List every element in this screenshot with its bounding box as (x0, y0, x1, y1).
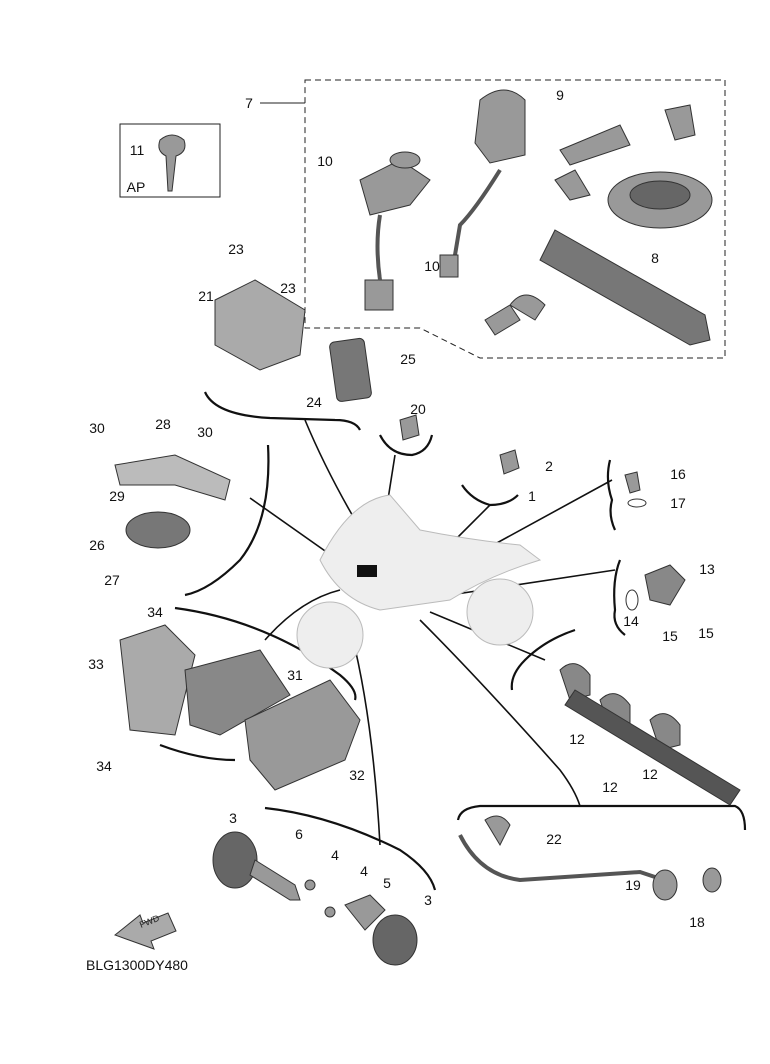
label-31: 31 (287, 667, 303, 683)
group-brackets (159, 391, 747, 891)
label-24: 24 (306, 394, 322, 410)
label-22: 22 (546, 831, 562, 847)
ap-box (119, 123, 221, 198)
label-25: 25 (400, 351, 416, 367)
label-30: 30 (197, 424, 213, 440)
label-29: 29 (109, 488, 125, 504)
ignition-switch (359, 159, 431, 216)
label-34: 34 (147, 604, 163, 620)
label-3: 3 (424, 892, 432, 908)
label-34: 34 (96, 758, 112, 774)
horn (125, 511, 191, 549)
label-8: 8 (651, 250, 659, 266)
label-30: 30 (89, 420, 105, 436)
label-27: 27 (104, 572, 120, 588)
label-21: 21 (198, 288, 214, 304)
label-4: 4 (360, 863, 368, 879)
label-23: 23 (280, 280, 296, 296)
key-icon (158, 134, 186, 192)
label-2: 2 (545, 458, 553, 474)
motorcycle-silhouette (296, 494, 542, 669)
label-13: 13 (699, 561, 715, 577)
parts-shapes (113, 89, 741, 966)
immobilizer-unit (539, 229, 711, 346)
label-3: 3 (229, 810, 237, 826)
label-19: 19 (625, 877, 641, 893)
label-12: 12 (569, 731, 585, 747)
label-33: 33 (88, 656, 104, 672)
label-12: 12 (642, 766, 658, 782)
label-12: 12 (602, 779, 618, 795)
handlebar-switches (559, 663, 741, 806)
label-10: 10 (317, 153, 333, 169)
label-14: 14 (623, 613, 639, 629)
label-5: 5 (383, 875, 391, 891)
grommet-3-left (212, 831, 258, 889)
group-7-dashed-box (304, 79, 726, 359)
label-6: 6 (295, 826, 303, 842)
bracket-33 (119, 624, 196, 736)
label-20: 20 (410, 401, 426, 417)
label-4: 4 (331, 847, 339, 863)
keys (554, 124, 631, 201)
label-18: 18 (689, 914, 705, 930)
label-9: 9 (556, 87, 564, 103)
label-7: 7 (245, 95, 253, 111)
label-1: 1 (528, 488, 536, 504)
label-28: 28 (155, 416, 171, 432)
label-16: 16 (670, 466, 686, 482)
ecu-32 (244, 679, 361, 791)
label-15: 15 (662, 628, 678, 644)
bracket-21 (214, 279, 306, 371)
label-26: 26 (89, 537, 105, 553)
grommet-3-right (372, 914, 418, 966)
label-15: 15 (698, 625, 714, 641)
label-10: 10 (424, 258, 440, 274)
drawing-code: BLG1300DY480 (86, 957, 188, 973)
label-11: 11 (129, 142, 145, 158)
label-23: 23 (228, 241, 244, 257)
sensor-harness (458, 834, 671, 884)
label-ap: AP (126, 179, 146, 195)
label-17: 17 (670, 495, 686, 511)
label-32: 32 (349, 767, 365, 783)
fwd-arrow (113, 912, 177, 950)
